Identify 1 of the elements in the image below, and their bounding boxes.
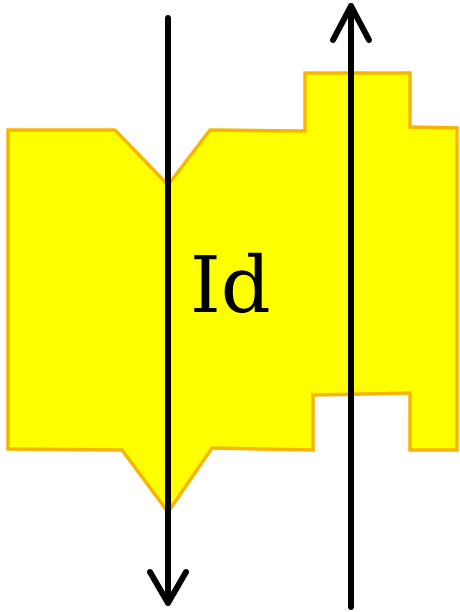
block-label: Id xyxy=(190,247,271,325)
